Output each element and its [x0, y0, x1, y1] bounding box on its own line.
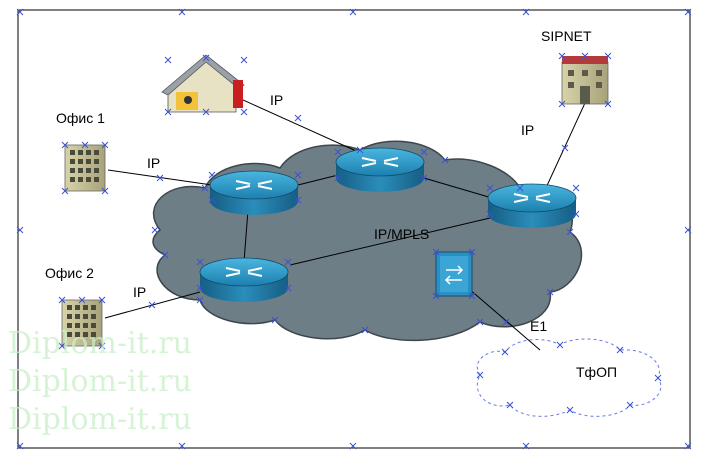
watermark-line-3: Diplom-it.ru [8, 402, 192, 437]
sipnet-building-icon [561, 56, 609, 105]
router-left [209, 170, 299, 215]
office2-building-icon [61, 299, 103, 347]
ip-office1-label: IP [147, 155, 161, 171]
pstn-cloud [476, 338, 662, 417]
sipnet-label: SIPNET [541, 28, 592, 44]
router-top [335, 147, 425, 192]
pstn-label: ТфОП [576, 364, 618, 380]
links [104, 94, 586, 351]
ip-mpls-label: IP/MPLS [374, 226, 430, 242]
ip-sipnet-label: IP [521, 122, 535, 138]
watermark-line-2: Diplom-it.ru [8, 364, 192, 399]
router-bottom [199, 257, 289, 302]
office1-building-icon [64, 144, 106, 192]
router-right [487, 183, 577, 228]
home-icon [161, 54, 245, 113]
gateway-switch [435, 251, 473, 297]
office1-label: Офис 1 [56, 110, 105, 126]
watermark-line-1: Diplom-it.ru [8, 326, 192, 361]
ip-office2-label: IP [133, 284, 147, 300]
e1-label: E1 [530, 318, 548, 334]
page-frame [17, 9, 691, 449]
office2-label: Офис 2 [45, 265, 94, 281]
ip-home-label: IP [270, 92, 284, 108]
